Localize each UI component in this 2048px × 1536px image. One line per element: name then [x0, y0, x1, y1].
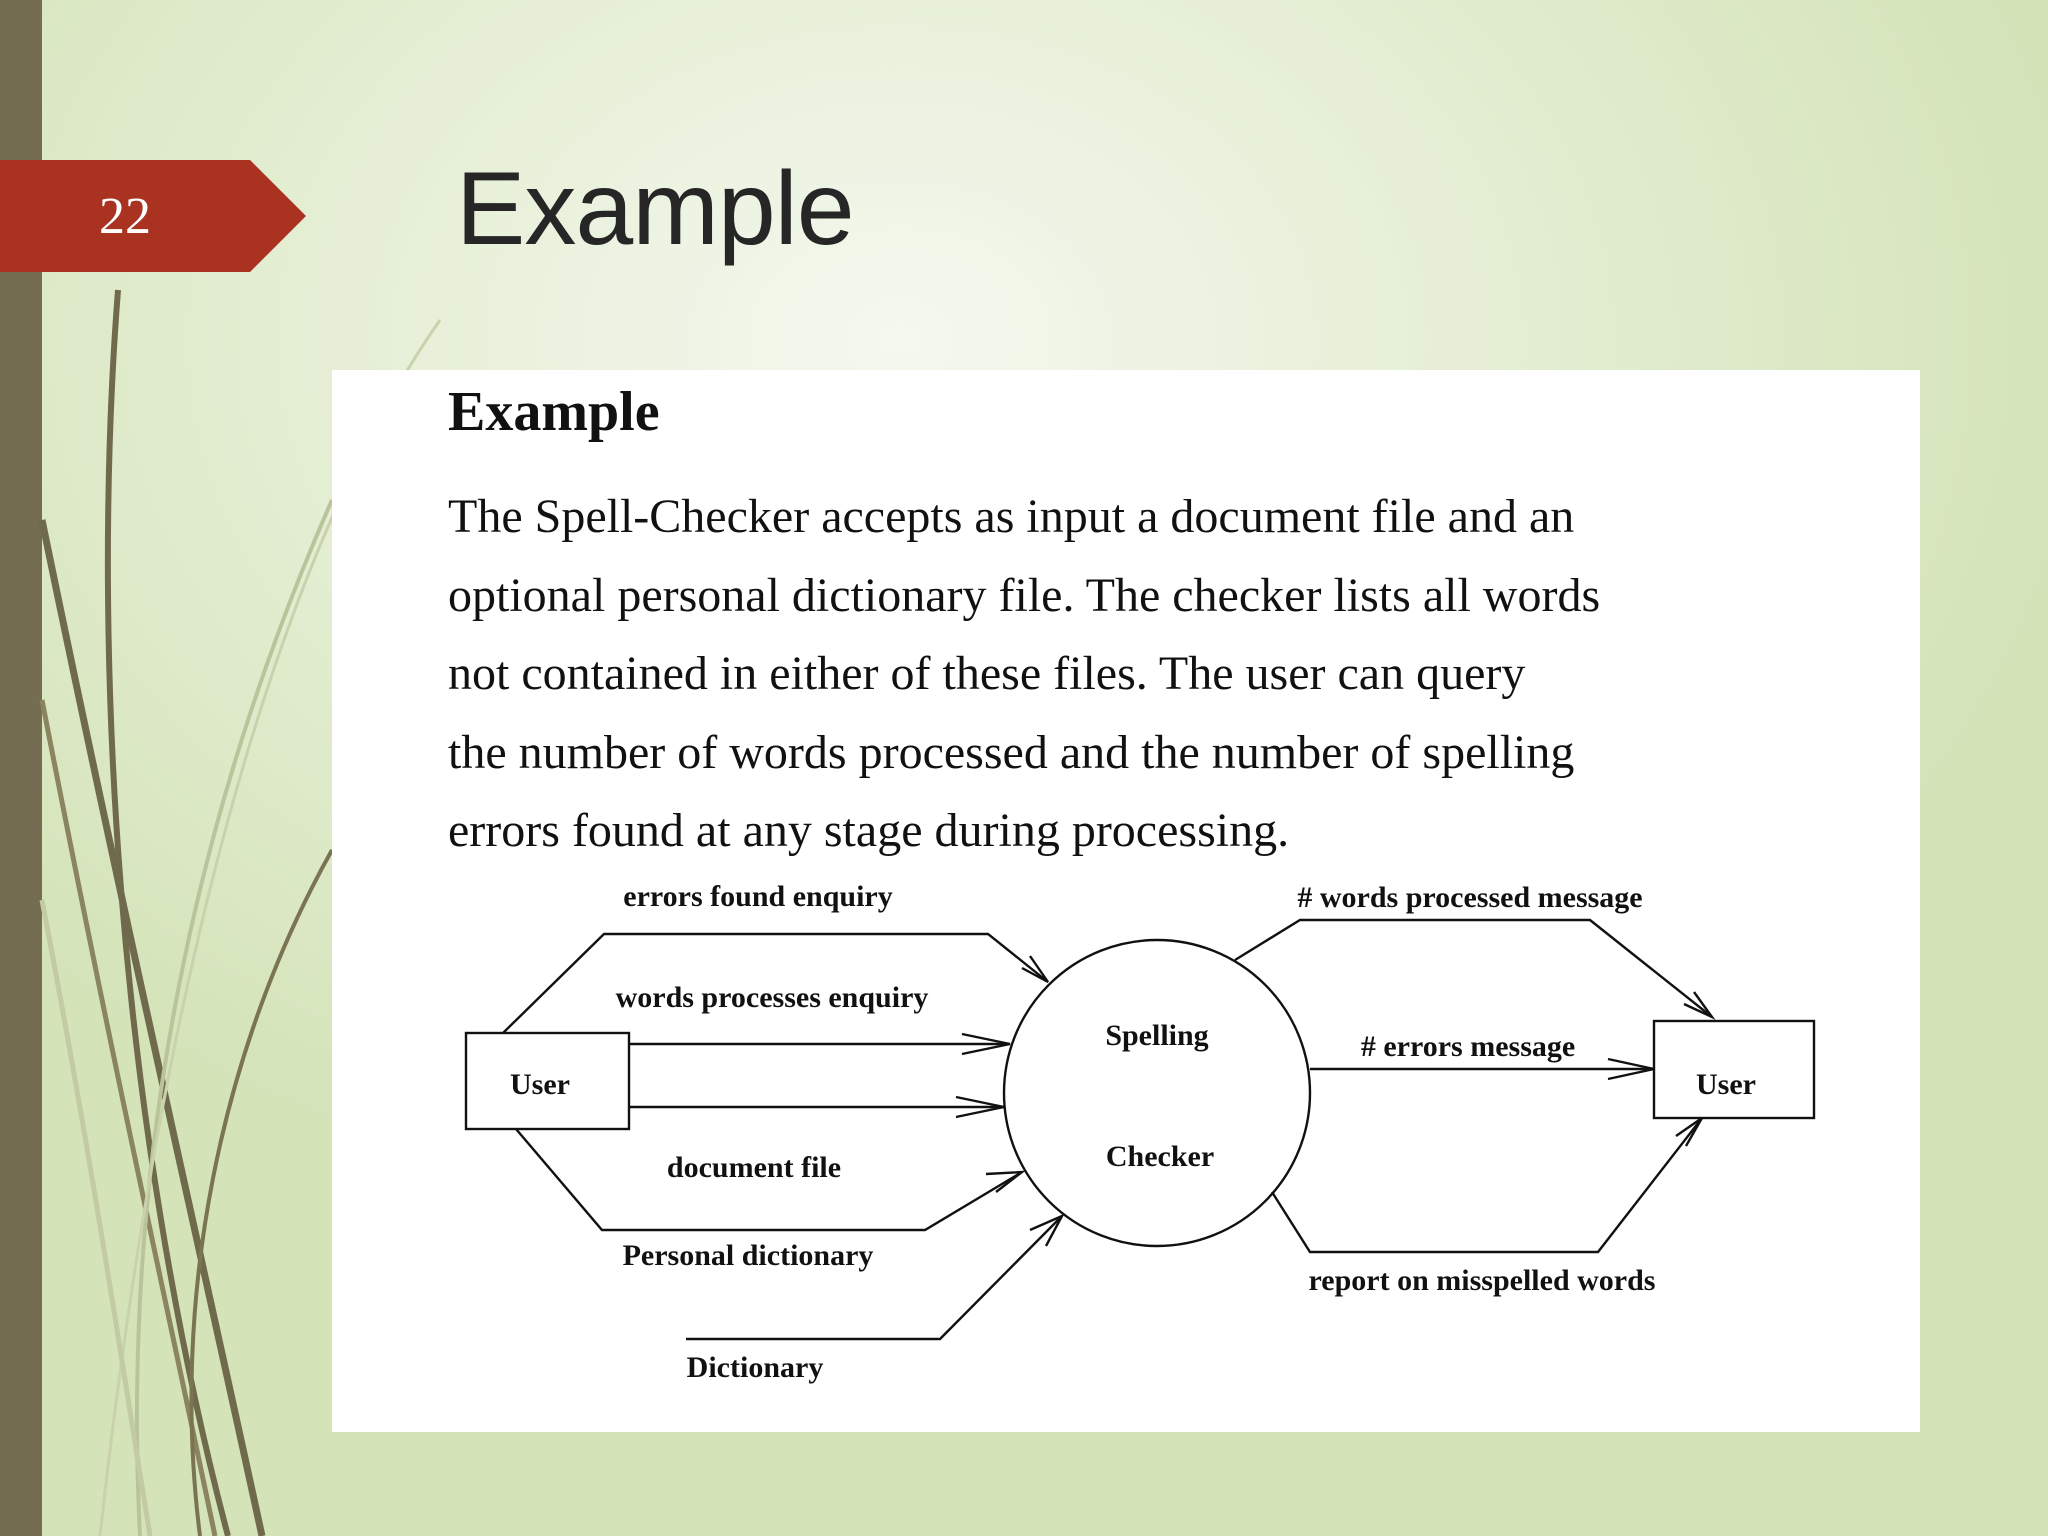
flow-label-errors-enquiry: errors found enquiry — [623, 880, 892, 913]
flow-label-dictionary: Dictionary — [687, 1351, 824, 1384]
paragraph-line: not contained in either of these files. … — [448, 647, 1526, 700]
content-image-panel — [332, 370, 1920, 1432]
arrowhead — [1021, 955, 1049, 984]
arrowhead — [1607, 1057, 1655, 1081]
flow-errors-enquiry — [502, 932, 1049, 1034]
arrowhead — [1029, 1213, 1065, 1247]
user-entity-left-label: User — [510, 1068, 570, 1101]
slide-number: 22 — [99, 187, 151, 245]
paragraph-line: optional personal dictionary file. The c… — [448, 568, 1601, 622]
arrowhead — [1675, 1117, 1704, 1147]
spelling-checker-process — [1002, 938, 1312, 1248]
slide-title: Example — [456, 151, 855, 267]
flow-label-words-enquiry: words processes enquiry — [616, 981, 929, 1014]
flow-dictionary — [686, 1215, 1063, 1341]
flow-label-document-file: document file — [667, 1151, 841, 1184]
paragraph-line: The Spell-Checker accepts as input a doc… — [448, 490, 1575, 543]
flow-label-report: report on misspelled words — [1309, 1264, 1656, 1297]
description-paragraph: The Spell-Checker accepts as input a doc… — [448, 478, 1828, 871]
arrowhead — [1683, 991, 1716, 1021]
arrowhead — [985, 1170, 1026, 1193]
user-entity-right-label: User — [1696, 1068, 1756, 1101]
flow-words-message — [1234, 918, 1713, 1018]
flow-label-words-message: # words processed message — [1297, 881, 1642, 914]
arrowhead — [955, 1095, 1005, 1119]
slide-number-tag — [0, 160, 306, 272]
paragraph-line: errors found at any stage during process… — [448, 804, 1290, 857]
flow-label-personal-dictionary: Personal dictionary — [623, 1239, 874, 1272]
process-label-line1: Spelling — [1105, 1019, 1208, 1052]
user-entity-left — [464, 1031, 631, 1131]
flow-report — [1270, 1117, 1703, 1254]
content-heading: Example — [448, 381, 660, 443]
flow-label-errors-message: # errors message — [1361, 1030, 1575, 1063]
flow-personal-dictionary — [515, 1128, 1023, 1232]
process-label-line2: Checker — [1106, 1140, 1214, 1173]
paragraph-line: the number of words processed and the nu… — [448, 725, 1575, 779]
arrowhead — [961, 1032, 1011, 1056]
